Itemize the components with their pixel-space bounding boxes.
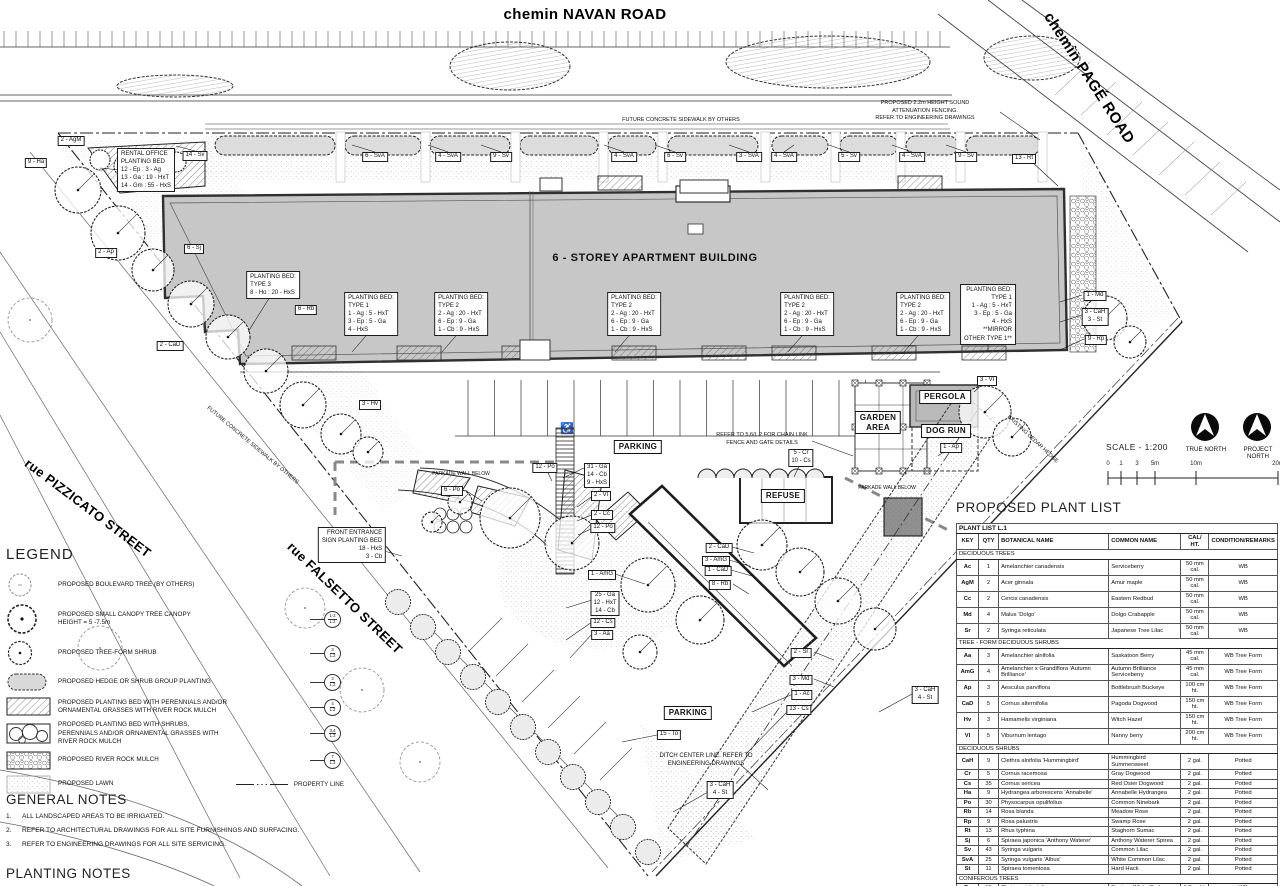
scale-label: SCALE - 1:200 [1106,442,1168,452]
general-note: 2.REFER TO ARCHITECTURAL DRAWINGS FOR AL… [6,827,300,834]
legend-item: PROPOSED BOULEVARD TREE (BY OTHERS) [6,571,344,599]
true-north-label: TRUE NORTH [1185,446,1227,453]
svg-text:3: 3 [1135,461,1139,467]
legend-item-label: PROPOSED LAWN [58,780,114,788]
legend-item: PROPOSED SMALL CANOPY TREE CANOPY HEIGHT… [6,603,344,635]
plant-section-row: DECIDUOUS TREES [956,549,1278,560]
general-note: 3.REFER TO ENGINEERING DRAWINGS FOR ALL … [6,841,226,848]
bed-shrubs-icon [6,723,58,745]
legend-item-label: PROPOSED SMALL CANOPY TREE CANOPY HEIGHT… [58,610,191,627]
legend-heading: LEGEND [6,546,74,563]
canopy-tree-icon [6,603,58,635]
lawn-icon [6,775,58,795]
general-notes: GENERAL NOTES 1.ALL LANDSCAPED AREAS TO … [6,792,426,855]
legend: LEGEND PROPOSED BOULEVARD TREE (BY OTHER… [6,546,344,799]
planting-notes-heading: PLANTING NOTES [6,866,131,881]
project-north-label: PROJECT NORTH [1243,446,1273,460]
boulevard-tree-icon [6,571,58,599]
legend-item-label: PROPOSED RIVER ROCK MULCH [58,756,159,764]
legend-item-label: PROPOSED TREE-FORM SHRUB [58,648,157,656]
legend-item-label: PROPOSED HEDGE OR SHRUB GROUP PLANTING [58,677,211,685]
legend-item-label: PROPOSED BOULEVARD TREE (BY OTHERS) [58,580,195,588]
svg-text:10m: 10m [1190,461,1202,467]
legend-item-label: PROPOSED PLANTING BED WITH PERENNIALS AN… [58,698,227,715]
svg-text:5m: 5m [1151,461,1159,467]
true-north-icon [1191,413,1219,441]
legend-item: PROPOSED PLANTING BED WITH SHRUBS, PEREN… [6,721,344,747]
plant-list-heading: PROPOSED PLANT LIST [956,500,1122,515]
svg-text:20m: 20m [1272,461,1280,467]
tree-form-shrub-icon [6,639,58,667]
bed-perennials-icon [6,697,58,717]
legend-item: PROPOSED LAWN PROPERTY LINE [6,775,344,795]
plant-section-row: TREE - FORM DECIDUOUS SHRUBS [956,638,1278,649]
plant-section-row: DECIDUOUS SHRUBS [956,743,1278,755]
scale-bar: 0 1 3 5m 10m 20m [1106,461,1280,485]
svg-text:1: 1 [1119,461,1123,467]
river-rock-icon [6,751,58,771]
hedge-group-icon [6,671,58,693]
plant-list-title-row: PLANT LIST L.1 [956,522,1278,535]
property-line-key: PROPERTY LINE [235,781,344,788]
general-notes-heading: GENERAL NOTES [6,792,127,807]
planting-notes: PLANTING NOTES [6,866,131,886]
legend-item: PROPOSED PLANTING BED WITH PERENNIALS AN… [6,697,344,717]
legend-item-label: PROPOSED PLANTING BED WITH SHRUBS, PEREN… [58,721,219,745]
general-note: 1.ALL LANDSCAPED AREAS TO BE IRRIGATED. [6,813,165,820]
svg-text:0: 0 [1106,461,1110,467]
project-north-icon [1243,413,1271,441]
plant-section-row: CONIFEROUS TREES [956,873,1278,885]
